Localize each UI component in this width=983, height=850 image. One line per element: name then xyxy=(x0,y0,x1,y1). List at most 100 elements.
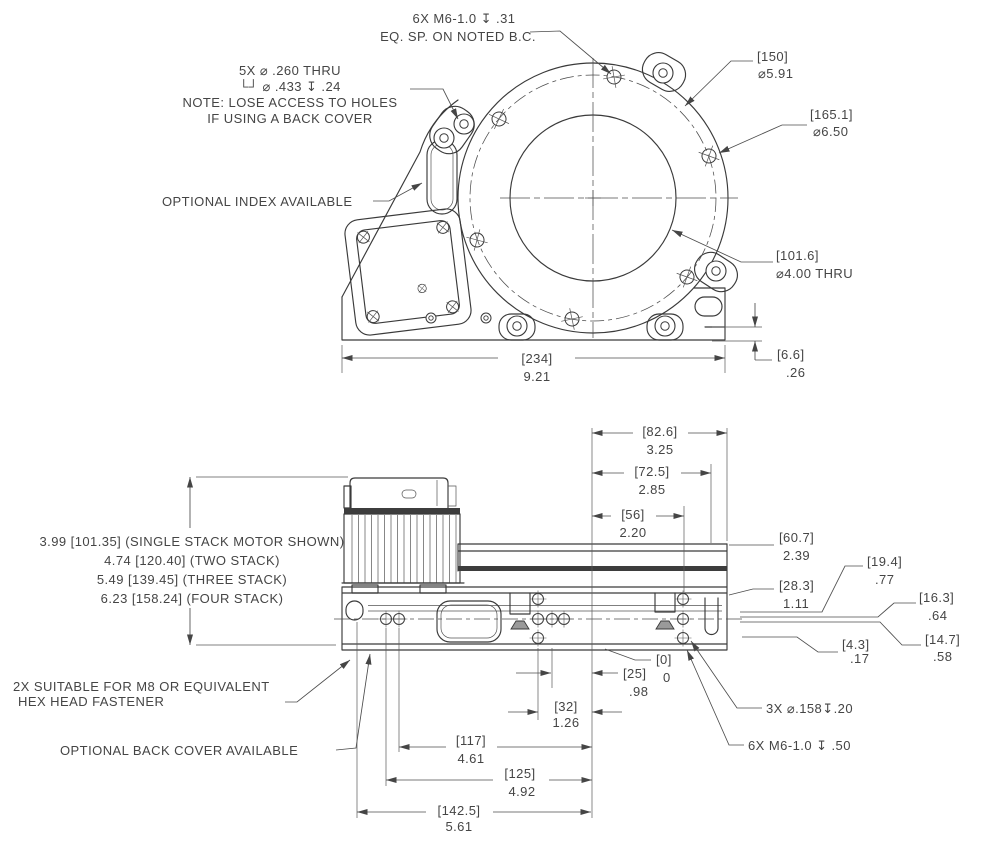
dim-text: 1.11 xyxy=(783,596,809,611)
m8-clearance-slot xyxy=(345,600,364,621)
dim-text: 2.85 xyxy=(638,482,665,497)
dim-bolt-circle-150: [150] ⌀5.91 xyxy=(684,49,793,107)
leader-line xyxy=(686,649,744,746)
bolt-hole-marker xyxy=(558,305,586,333)
dim-text: 2.20 xyxy=(619,525,646,540)
dim-text: [32] xyxy=(554,699,577,714)
leader-line xyxy=(740,602,916,618)
callout-text: OPTIONAL INDEX AVAILABLE xyxy=(162,194,352,209)
callout-text: 5X ⌀ .260 THRU xyxy=(239,63,341,78)
counterbore-hole xyxy=(652,62,674,84)
leader-line xyxy=(690,640,762,709)
right-hook-slot xyxy=(704,597,719,636)
leader-line xyxy=(285,659,351,703)
dim-text: [60.7] xyxy=(779,530,814,545)
motor-cap-detail xyxy=(436,480,457,507)
callout-6x-m6-side: 6X M6-1.0 ↧ .50 xyxy=(686,649,851,753)
counterbore-hole xyxy=(705,260,727,282)
callout-text: NOTE: LOSE ACCESS TO HOLES xyxy=(183,95,398,110)
callout-3x-holes: 3X ⌀.158↧.20 xyxy=(690,640,853,716)
dim-text: 0 xyxy=(663,670,671,685)
side-view: 3.99 [101.35] (SINGLE STACK MOTOR SHOWN)… xyxy=(13,424,960,834)
leader-line xyxy=(373,182,423,202)
plate-slot xyxy=(694,296,723,317)
callout-m8-fastener: 2X SUITABLE FOR M8 OR EQUIVALENT HEX HEA… xyxy=(13,659,351,709)
dim-72-5: [72.5] 2.85 xyxy=(592,464,711,497)
callout-6x-m6: 6X M6-1.0 ↧ .31 EQ. SP. ON NOTED B.C. xyxy=(380,11,612,75)
dowel-hole xyxy=(480,312,492,324)
leader-line xyxy=(671,229,773,263)
counterbore-hole xyxy=(433,127,455,149)
motor-fin-block xyxy=(343,513,461,584)
center-cross xyxy=(585,190,601,206)
dim-text: [82.6] xyxy=(642,424,677,439)
lug-top-right xyxy=(641,52,687,92)
dim-text: [165.1] xyxy=(810,107,853,122)
leader-line xyxy=(529,30,612,75)
callout-text: 3X ⌀.158↧.20 xyxy=(766,701,853,716)
dim-142-5: [142.5] 5.61 xyxy=(357,803,591,834)
motor-connector-cap xyxy=(349,477,449,509)
dim-text: .58 xyxy=(933,649,952,664)
dim-text: .64 xyxy=(928,608,947,623)
dim-25: [25] .98 xyxy=(516,666,648,699)
dim-text: [0] xyxy=(656,652,672,667)
dim-text: 2.39 xyxy=(783,548,810,563)
callout-text: EQ. SP. ON NOTED B.C. xyxy=(380,29,536,44)
callout-text: 2X SUITABLE FOR M8 OR EQUIVALENT xyxy=(13,679,270,694)
lug-right xyxy=(694,251,738,293)
bolt-hole-marker xyxy=(483,103,515,135)
top-view-part xyxy=(341,52,738,341)
motor-body xyxy=(344,208,472,336)
dim-125: [125] 4.92 xyxy=(386,766,592,799)
dim-text: [117] xyxy=(456,733,486,748)
base-channels xyxy=(509,592,676,615)
base-obround-slot-inner xyxy=(440,604,498,639)
leader-line xyxy=(740,621,921,646)
top-view: [234] 9.21 [6.6] .26 6X M6-1.0 ↧ .31 EQ.… xyxy=(162,11,853,384)
stack-text: 3.99 [101.35] (SINGLE STACK MOTOR SHOWN) xyxy=(39,534,344,549)
callout-text: 6X M6-1.0 ↧ .50 xyxy=(748,738,851,753)
dim-text: 4.92 xyxy=(508,784,535,799)
key-trapezoid xyxy=(510,620,530,630)
bolt-hole-marker xyxy=(694,141,724,171)
dim-text: 9.21 xyxy=(523,369,550,384)
motor-top-view xyxy=(344,208,472,336)
motor-screw xyxy=(413,279,431,298)
callout-text: OPTIONAL BACK COVER AVAILABLE xyxy=(60,743,298,758)
stack-text: 6.23 [158.24] (FOUR STACK) xyxy=(101,591,284,606)
dim-60-7: [60.7] 2.39 xyxy=(729,530,814,563)
counterbore-hole xyxy=(654,315,676,337)
leader-line xyxy=(410,88,459,120)
top-view-extension-lines xyxy=(341,326,762,373)
hole-marker xyxy=(555,610,573,628)
dim-16-3: [16.3] .64 xyxy=(740,590,954,623)
leader-line xyxy=(684,60,753,107)
dim-width-234: [234] 9.21 xyxy=(342,351,725,384)
dim-text: [19.4] xyxy=(867,554,902,569)
motor-foot xyxy=(419,584,447,594)
callout-text: 6X M6-1.0 ↧ .31 xyxy=(413,11,516,26)
dim-text: .98 xyxy=(629,684,648,699)
dim-text: [234] xyxy=(521,351,552,366)
platter-band xyxy=(458,566,727,571)
bolt-hole-marker xyxy=(600,63,628,91)
leader-line xyxy=(728,588,774,596)
dim-text: [142.5] xyxy=(438,803,481,818)
motor-face xyxy=(356,220,460,324)
leader-line xyxy=(604,648,651,661)
dim-text: [25] xyxy=(623,666,646,681)
left-edge xyxy=(341,99,459,298)
dim-14-7: [14.7] .58 xyxy=(740,621,960,664)
dim-text: .17 xyxy=(850,651,869,666)
dim-stack-heights: 3.99 [101.35] (SINGLE STACK MOTOR SHOWN)… xyxy=(39,477,344,645)
counterbore-hole xyxy=(506,315,528,337)
callout-back-cover: OPTIONAL BACK COVER AVAILABLE xyxy=(60,653,372,758)
dim-text: [125] xyxy=(504,766,535,781)
dim-text: .77 xyxy=(875,572,894,587)
dim-82-6: [82.6] 3.25 xyxy=(592,424,727,457)
dim-text: 1.26 xyxy=(552,715,579,730)
dim-text: [101.6] xyxy=(776,248,819,263)
dim-text: [6.6] xyxy=(777,347,805,362)
